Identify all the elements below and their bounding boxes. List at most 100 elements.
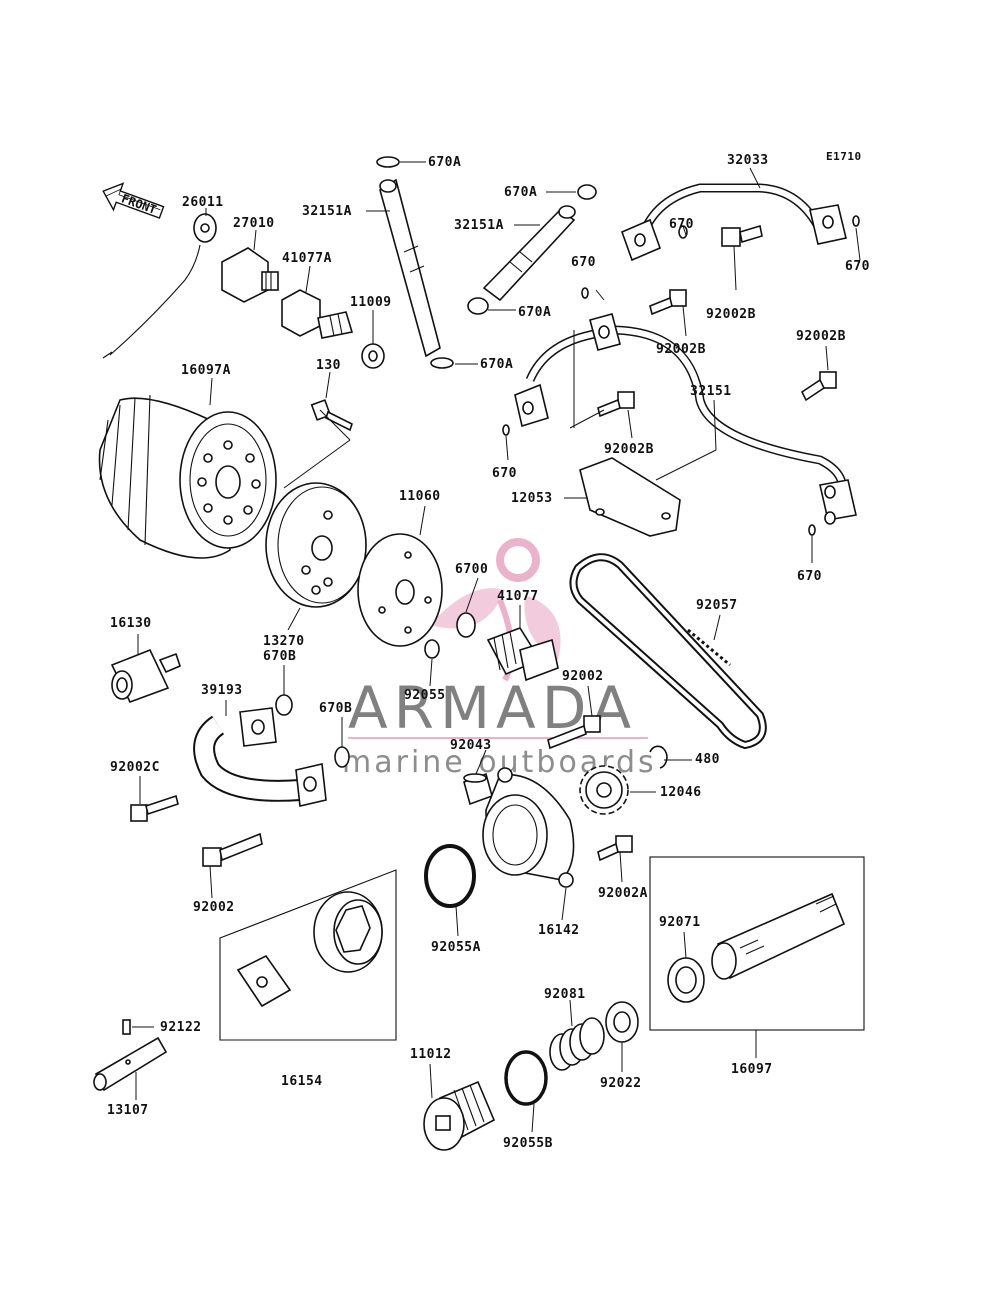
label-92055: 92055 <box>404 688 446 703</box>
label-92057: 92057 <box>696 598 738 613</box>
label-13270: 13270 <box>263 634 305 649</box>
label-670A-1: 670A <box>428 155 461 170</box>
part-92055A-oring <box>424 844 476 908</box>
part-92055-oring <box>424 639 440 659</box>
label-13107: 13107 <box>107 1103 149 1118</box>
part-16097-strainer-group <box>649 856 865 1031</box>
part-670B-oring-2 <box>334 746 350 768</box>
label-92002B-4: 92002B <box>604 442 654 457</box>
label-16097: 16097 <box>731 1062 773 1077</box>
label-92122: 92122 <box>160 1020 202 1035</box>
label-92002B-3: 92002B <box>796 329 846 344</box>
label-670A-4: 670A <box>518 305 551 320</box>
part-670-oring-3 <box>581 287 589 299</box>
label-92002-2: 92002 <box>193 900 235 915</box>
label-670B-1: 670B <box>263 649 296 664</box>
label-92002B-2: 92002B <box>656 342 706 357</box>
part-number-labels: 26011 27010 41077A 11009 130 16097A 670A… <box>107 153 870 1151</box>
label-32151A-1: 32151A <box>302 204 352 219</box>
part-16142-pump-body <box>482 767 575 888</box>
label-92055B: 92055B <box>503 1136 553 1151</box>
label-41077A: 41077A <box>282 251 332 266</box>
label-670-2: 670 <box>845 259 870 274</box>
part-92002B-bolt-3 <box>597 391 635 418</box>
part-92002-bolt-1 <box>547 715 601 750</box>
label-16154: 16154 <box>281 1074 323 1089</box>
part-41077-fitting <box>486 627 559 682</box>
label-130: 130 <box>316 358 341 373</box>
part-26011-sensor <box>102 213 217 359</box>
part-92002-bolt-2 <box>202 832 263 867</box>
part-12053-bracket <box>579 457 681 537</box>
part-670-oring-4 <box>502 424 510 436</box>
label-670-3: 670 <box>571 255 596 270</box>
label-12053: 12053 <box>511 491 553 506</box>
label-32033: 32033 <box>727 153 769 168</box>
diagram-code: E1710 <box>826 150 862 163</box>
label-92022: 92022 <box>600 1076 642 1091</box>
part-670A-oring-2 <box>430 357 454 369</box>
label-11060: 11060 <box>399 489 441 504</box>
part-92002A-bolt <box>597 835 633 862</box>
part-92055B-oring <box>504 1050 548 1106</box>
part-6700-oring <box>456 612 476 638</box>
part-13270-cover <box>265 482 367 608</box>
label-32151A-2: 32151A <box>454 218 504 233</box>
label-6700: 6700 <box>455 562 488 577</box>
part-11060-gasket <box>357 533 443 647</box>
part-92002C-bolt <box>130 794 179 822</box>
part-11009-washer <box>361 343 385 369</box>
part-670-oring-2 <box>852 215 860 227</box>
label-670A-3: 670A <box>504 185 537 200</box>
label-92002B-1: 92002B <box>706 307 756 322</box>
label-12046: 12046 <box>660 785 702 800</box>
part-32151A-pipe-left <box>379 178 441 358</box>
part-11012-plug <box>423 1080 496 1151</box>
part-670A-oring-3 <box>577 184 597 200</box>
label-92002C: 92002C <box>110 760 160 775</box>
label-670B-2: 670B <box>319 701 352 716</box>
label-27010: 27010 <box>233 216 275 231</box>
label-92002-1: 92002 <box>562 669 604 684</box>
label-32151: 32151 <box>690 384 732 399</box>
label-39193: 39193 <box>201 683 243 698</box>
label-41077: 41077 <box>497 589 539 604</box>
label-16142: 16142 <box>538 923 580 938</box>
label-26011: 26011 <box>182 195 224 210</box>
part-16130-fitting <box>110 648 181 704</box>
label-92081: 92081 <box>544 987 586 1002</box>
label-92071: 92071 <box>659 915 701 930</box>
part-16097A-oil-filter <box>98 394 277 559</box>
part-130-bolt <box>310 399 353 432</box>
part-32151A-pipe-right <box>482 205 576 302</box>
part-92043-pin <box>463 772 493 806</box>
label-11012: 11012 <box>410 1047 452 1062</box>
part-41077A-fitting <box>281 289 354 339</box>
part-92081-spring <box>549 1017 605 1071</box>
part-670B-oring-1 <box>275 694 293 716</box>
part-670A-oring-1 <box>376 156 400 168</box>
label-92002A: 92002A <box>598 886 648 901</box>
label-670-1: 670 <box>669 217 694 232</box>
part-12046-sprocket <box>579 765 629 815</box>
front-arrow-icon: FRONT <box>102 182 165 219</box>
label-670-5: 670 <box>797 569 822 584</box>
part-13107-shaft <box>93 1036 168 1092</box>
part-39193-pipe <box>193 707 327 807</box>
label-480: 480 <box>695 752 720 767</box>
part-32033-oil-line <box>620 183 847 262</box>
part-92002B-bolt-2 <box>649 289 687 316</box>
part-32151-oil-line <box>514 313 857 525</box>
leader-lines <box>132 161 861 1133</box>
part-16154-rotor-group <box>219 869 397 1041</box>
part-92022-washer <box>605 1001 639 1043</box>
part-670-oring-5 <box>808 524 816 536</box>
part-670A-oring-4 <box>467 297 489 315</box>
label-670-4: 670 <box>492 466 517 481</box>
label-670A-2: 670A <box>480 357 513 372</box>
label-11009: 11009 <box>350 295 392 310</box>
label-92055A: 92055A <box>431 940 481 955</box>
part-27010-switch <box>221 247 279 303</box>
